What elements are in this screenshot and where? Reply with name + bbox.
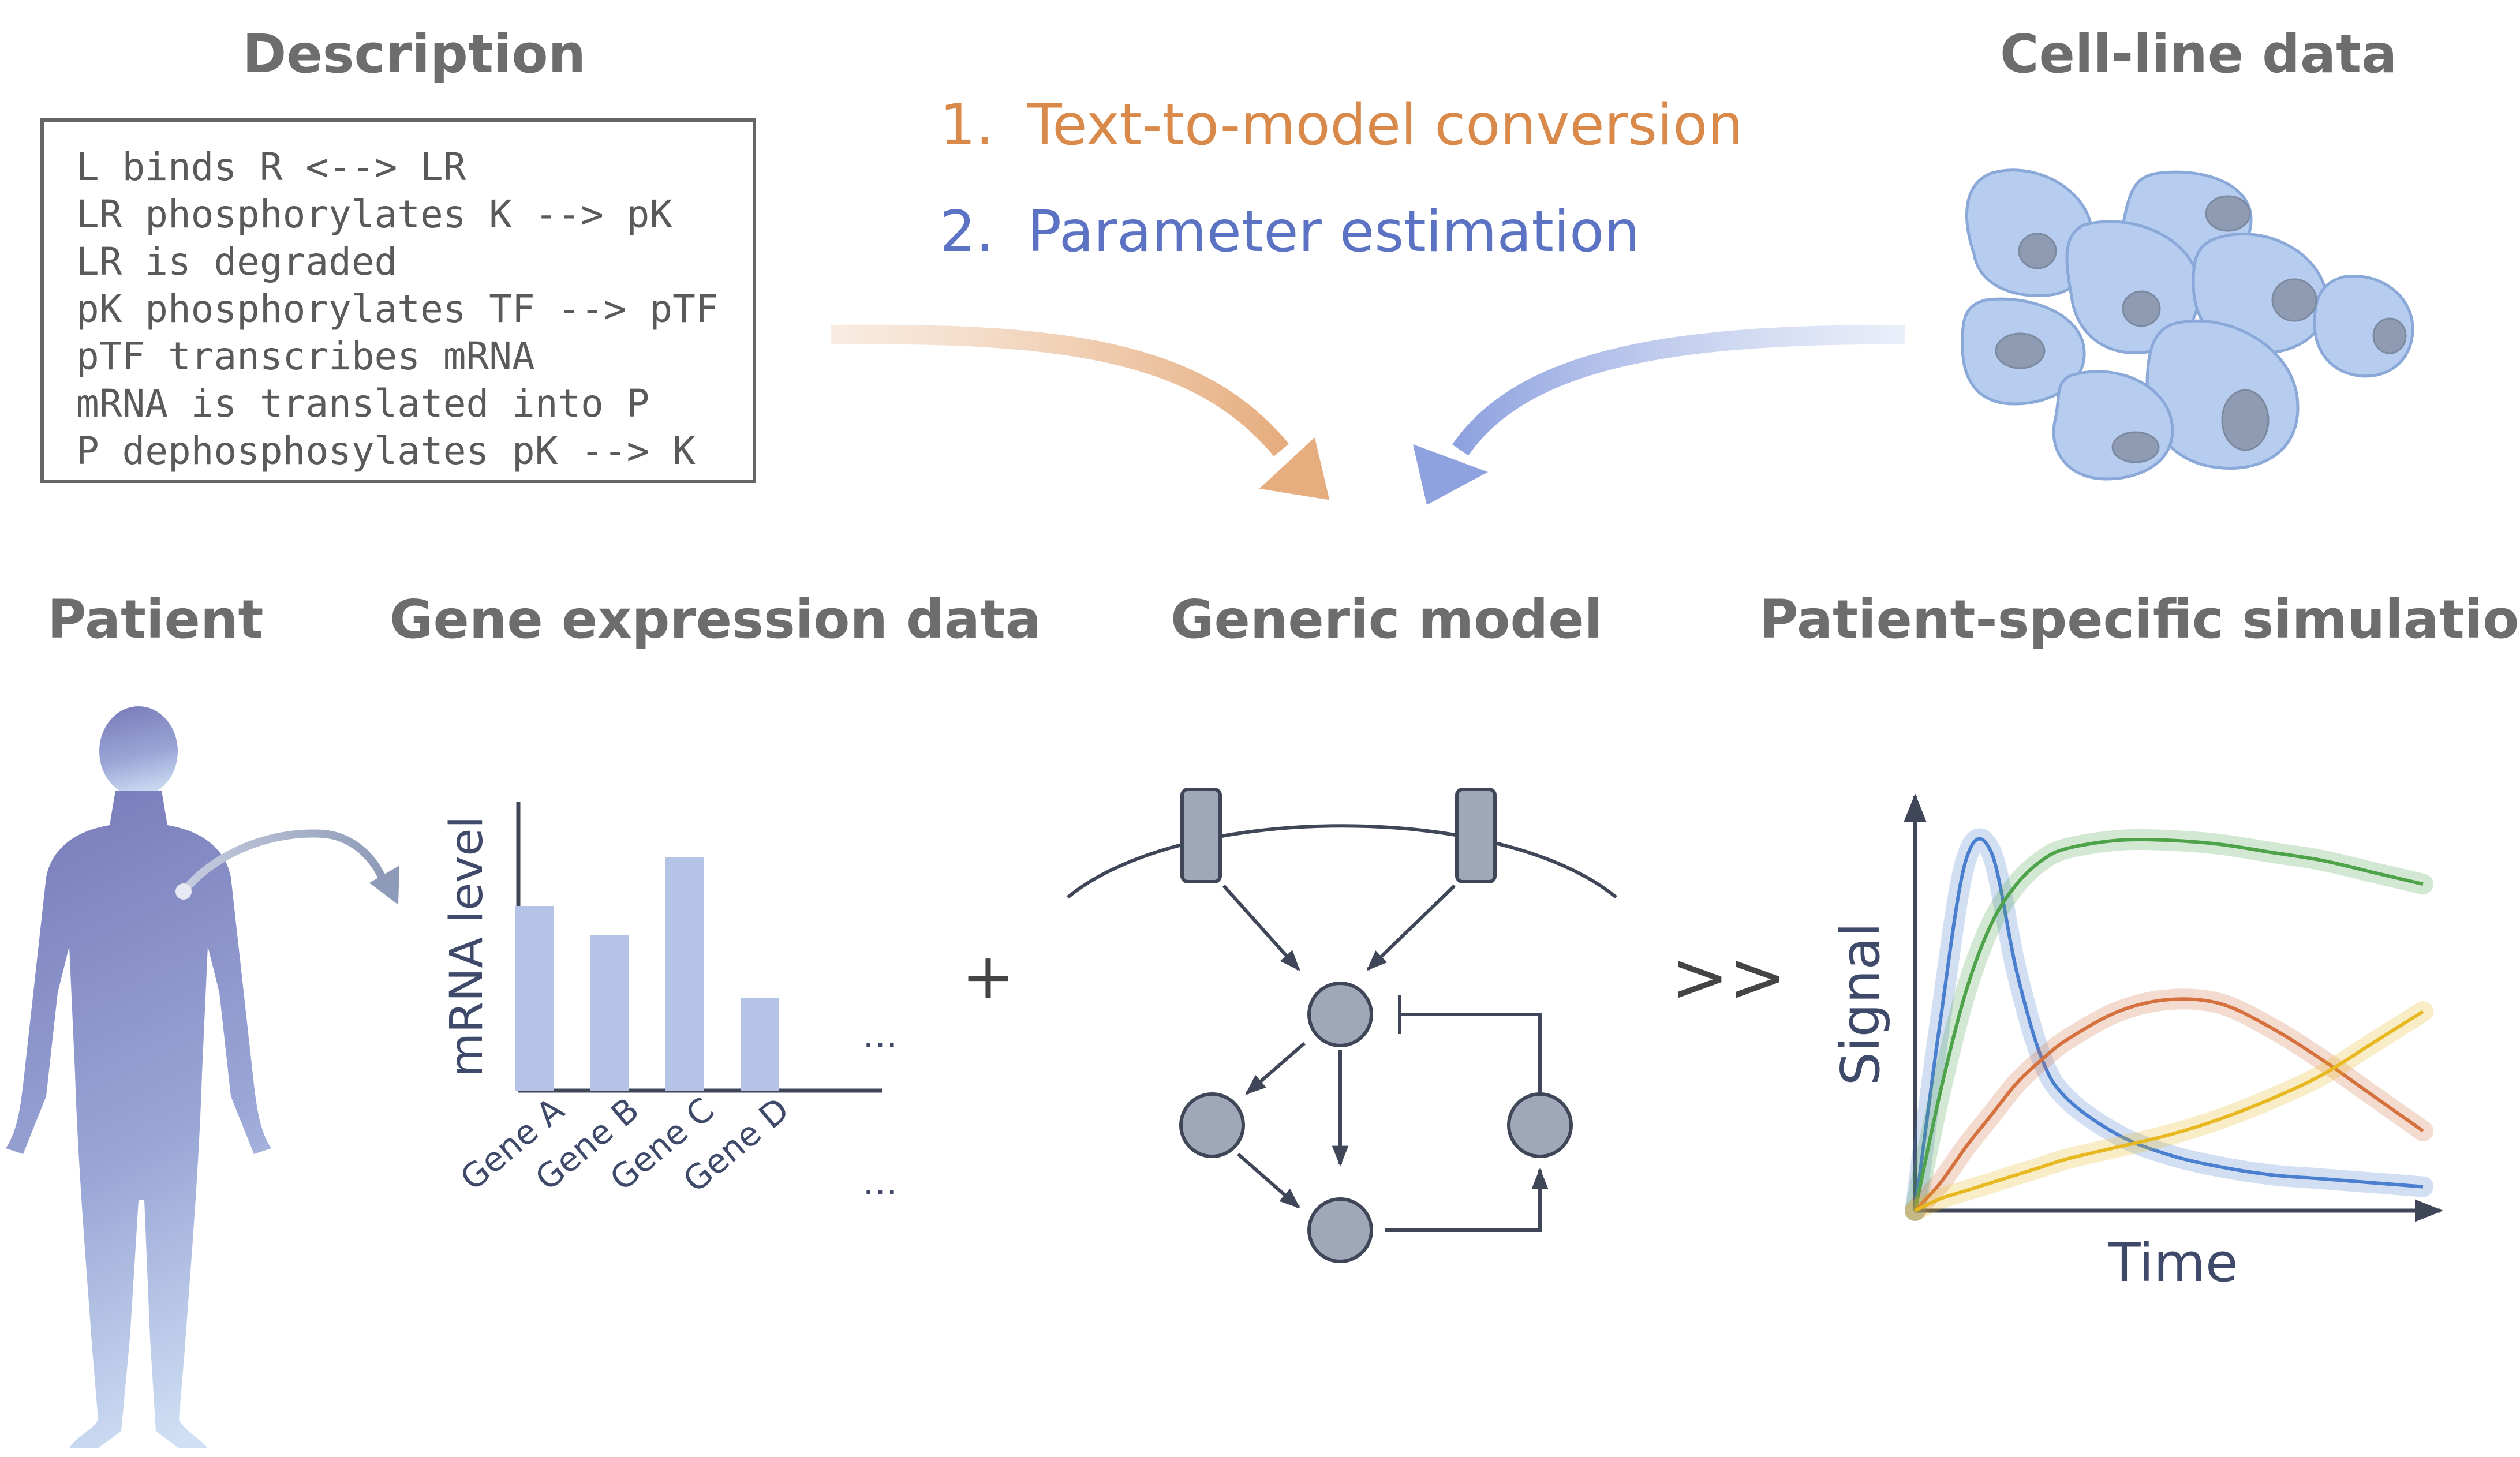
node-top [1307, 982, 1373, 1047]
series-line [1914, 1010, 2424, 1212]
description-line: P dephosphosylates pK --> K [76, 429, 696, 473]
step-2-label: Parameter estimation [1027, 199, 1640, 265]
gene-expression-heading: Gene expression data [390, 589, 1041, 650]
step-1-number: 1. [940, 92, 994, 158]
plus-symbol: + [962, 939, 1015, 1013]
generic-model-heading: Generic model [1171, 589, 1603, 650]
cell-line-heading: Cell-line data [2000, 23, 2398, 85]
bar [590, 935, 629, 1091]
step-2-number: 2. [940, 199, 994, 265]
simulation-chart: Time Signal [1830, 793, 2443, 1294]
edge-left-bottom [1237, 1152, 1300, 1209]
description-line: LR phosphorylates K --> pK [76, 192, 673, 237]
parameter-estimation-arrow [1413, 324, 1905, 505]
patient-to-data-arrow [175, 829, 399, 905]
edge-bottom-right [1385, 1168, 1549, 1232]
edge-receptor-left [1222, 884, 1300, 971]
cell-line-image [1961, 168, 2414, 481]
edge-top-left [1245, 1042, 1306, 1095]
description-heading: Description [242, 23, 586, 85]
cell-membrane [1067, 824, 1617, 899]
bar-y-label: mRNA level [441, 816, 493, 1077]
node-left [1179, 1092, 1245, 1158]
edge-receptor-right [1366, 884, 1456, 971]
description-line: mRNA is translated into P [76, 381, 650, 426]
description-line: LR is degraded [76, 239, 398, 284]
line-x-label: Time [2107, 1232, 2238, 1294]
generic-model-network [1067, 788, 1617, 1263]
receptor-right [1455, 788, 1497, 883]
node-right [1507, 1092, 1573, 1158]
tick-more-indicator: ... [862, 1161, 898, 1204]
bar [741, 998, 779, 1091]
node-bottom [1307, 1197, 1373, 1263]
inhibition-edge [1400, 1013, 1542, 1095]
series-line [1913, 837, 2424, 1211]
series-line [1913, 997, 2424, 1212]
line-y-label: Signal [1830, 923, 1891, 1086]
simulation-heading: Patient-specific simulation [1759, 589, 2520, 650]
forward-symbol: >> [1670, 938, 1786, 1018]
step-1-label: Text-to-model conversion [1027, 92, 1744, 158]
description-line: pK phosphorylates TF --> pTF [76, 287, 719, 331]
bar [515, 906, 554, 1091]
bar [665, 857, 704, 1091]
description-line: pTF transcribes mRNA [76, 334, 535, 379]
patient-figure [6, 706, 271, 1448]
text-to-model-arrow [831, 324, 1330, 500]
bar-more-indicator: ... [862, 1014, 898, 1057]
description-line: L binds R <--> LR [76, 145, 466, 189]
receptor-left [1180, 788, 1222, 883]
patient-heading: Patient [47, 589, 264, 650]
series-line [1913, 837, 2424, 1211]
